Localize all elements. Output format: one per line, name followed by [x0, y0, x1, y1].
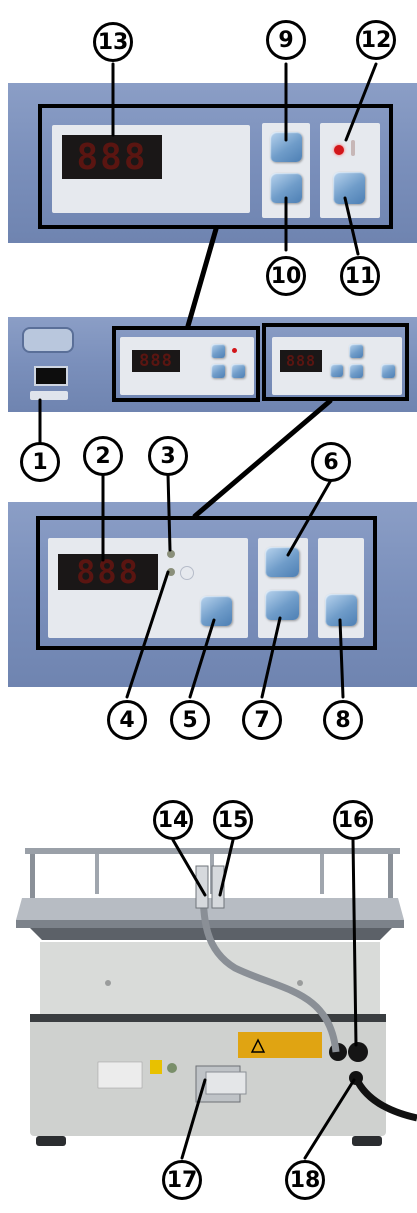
link-top-to-overview	[185, 226, 219, 329]
hot-surface-warning-label	[238, 1032, 322, 1058]
callout-10: 10	[266, 256, 306, 296]
callout-11: 11	[340, 256, 380, 296]
led-indicator-3-icon	[167, 550, 175, 558]
ce-mark-icon	[167, 1063, 177, 1073]
overview-left-display: 888	[132, 350, 180, 372]
power-switch-icon[interactable]	[34, 366, 68, 386]
overview-led-indicator-icon	[232, 348, 237, 353]
indicator-symbol-icon	[180, 566, 194, 580]
rail-post-right	[388, 854, 393, 898]
overview-right-frame	[262, 323, 409, 401]
callout-17: 17	[162, 1160, 202, 1200]
callout-18: 18	[285, 1160, 325, 1200]
callout-2: 2	[83, 436, 123, 476]
overview-right-display: 888	[280, 350, 322, 372]
sensor-plug	[205, 1071, 247, 1095]
callout-7: 7	[242, 700, 282, 740]
led-indicator-4-icon	[167, 568, 175, 576]
upper-7-segment-display: 888	[62, 135, 162, 179]
overview-right-up-button[interactable]	[349, 344, 363, 358]
platform-edge	[16, 920, 404, 928]
housing-gap	[30, 1014, 386, 1022]
callout-16: 16	[333, 800, 373, 840]
probe-clamp-14	[195, 865, 209, 909]
shaking-platform	[16, 898, 404, 920]
overview-right-mode-button[interactable]	[330, 364, 343, 377]
callout-14: 14	[153, 800, 193, 840]
rail-post-left	[30, 854, 35, 898]
overview-right-down-button[interactable]	[349, 364, 363, 378]
callout-8: 8	[323, 700, 363, 740]
upper-highlight-frame	[38, 104, 393, 229]
callout-13: 13	[93, 22, 133, 62]
lower-highlight-frame	[36, 516, 377, 650]
shaker-device-illustration	[16, 848, 417, 1146]
callout-6: 6	[311, 442, 351, 482]
overview-left-up-button[interactable]	[211, 344, 225, 358]
rail-post-back-right	[320, 854, 324, 894]
red-led-indicator-icon	[334, 145, 344, 155]
rating-label	[97, 1061, 143, 1089]
overview-left-frame	[112, 326, 260, 402]
sensor-cable	[199, 881, 340, 1053]
callout-9: 9	[266, 20, 306, 60]
callout-3: 3	[148, 436, 188, 476]
callout-1: 1	[20, 442, 60, 482]
rail-post-back-left	[95, 854, 99, 894]
overview-left-heat-button[interactable]	[231, 364, 245, 378]
upper-housing	[40, 942, 380, 1014]
warning-label-small	[150, 1060, 162, 1074]
top-rail	[25, 848, 400, 854]
overview-right-shake-button[interactable]	[381, 364, 395, 378]
callout-15: 15	[213, 800, 253, 840]
down-arrow-button-7[interactable]	[265, 590, 299, 620]
probe-socket-16	[348, 1042, 368, 1062]
callout-4: 4	[107, 700, 147, 740]
callout-12: 12	[356, 20, 396, 60]
overview-left-down-button[interactable]	[211, 364, 225, 378]
manufacturer-logo-badge	[22, 327, 74, 353]
thermometer-icon	[351, 140, 355, 156]
power-switch-label-plate	[30, 391, 68, 400]
power-inlet-18	[349, 1071, 363, 1085]
callout-5: 5	[170, 700, 210, 740]
probe-clamp-15	[211, 865, 225, 909]
foot-left	[36, 1136, 66, 1146]
foot-right	[352, 1136, 382, 1146]
link-overview-to-lower	[192, 398, 333, 519]
